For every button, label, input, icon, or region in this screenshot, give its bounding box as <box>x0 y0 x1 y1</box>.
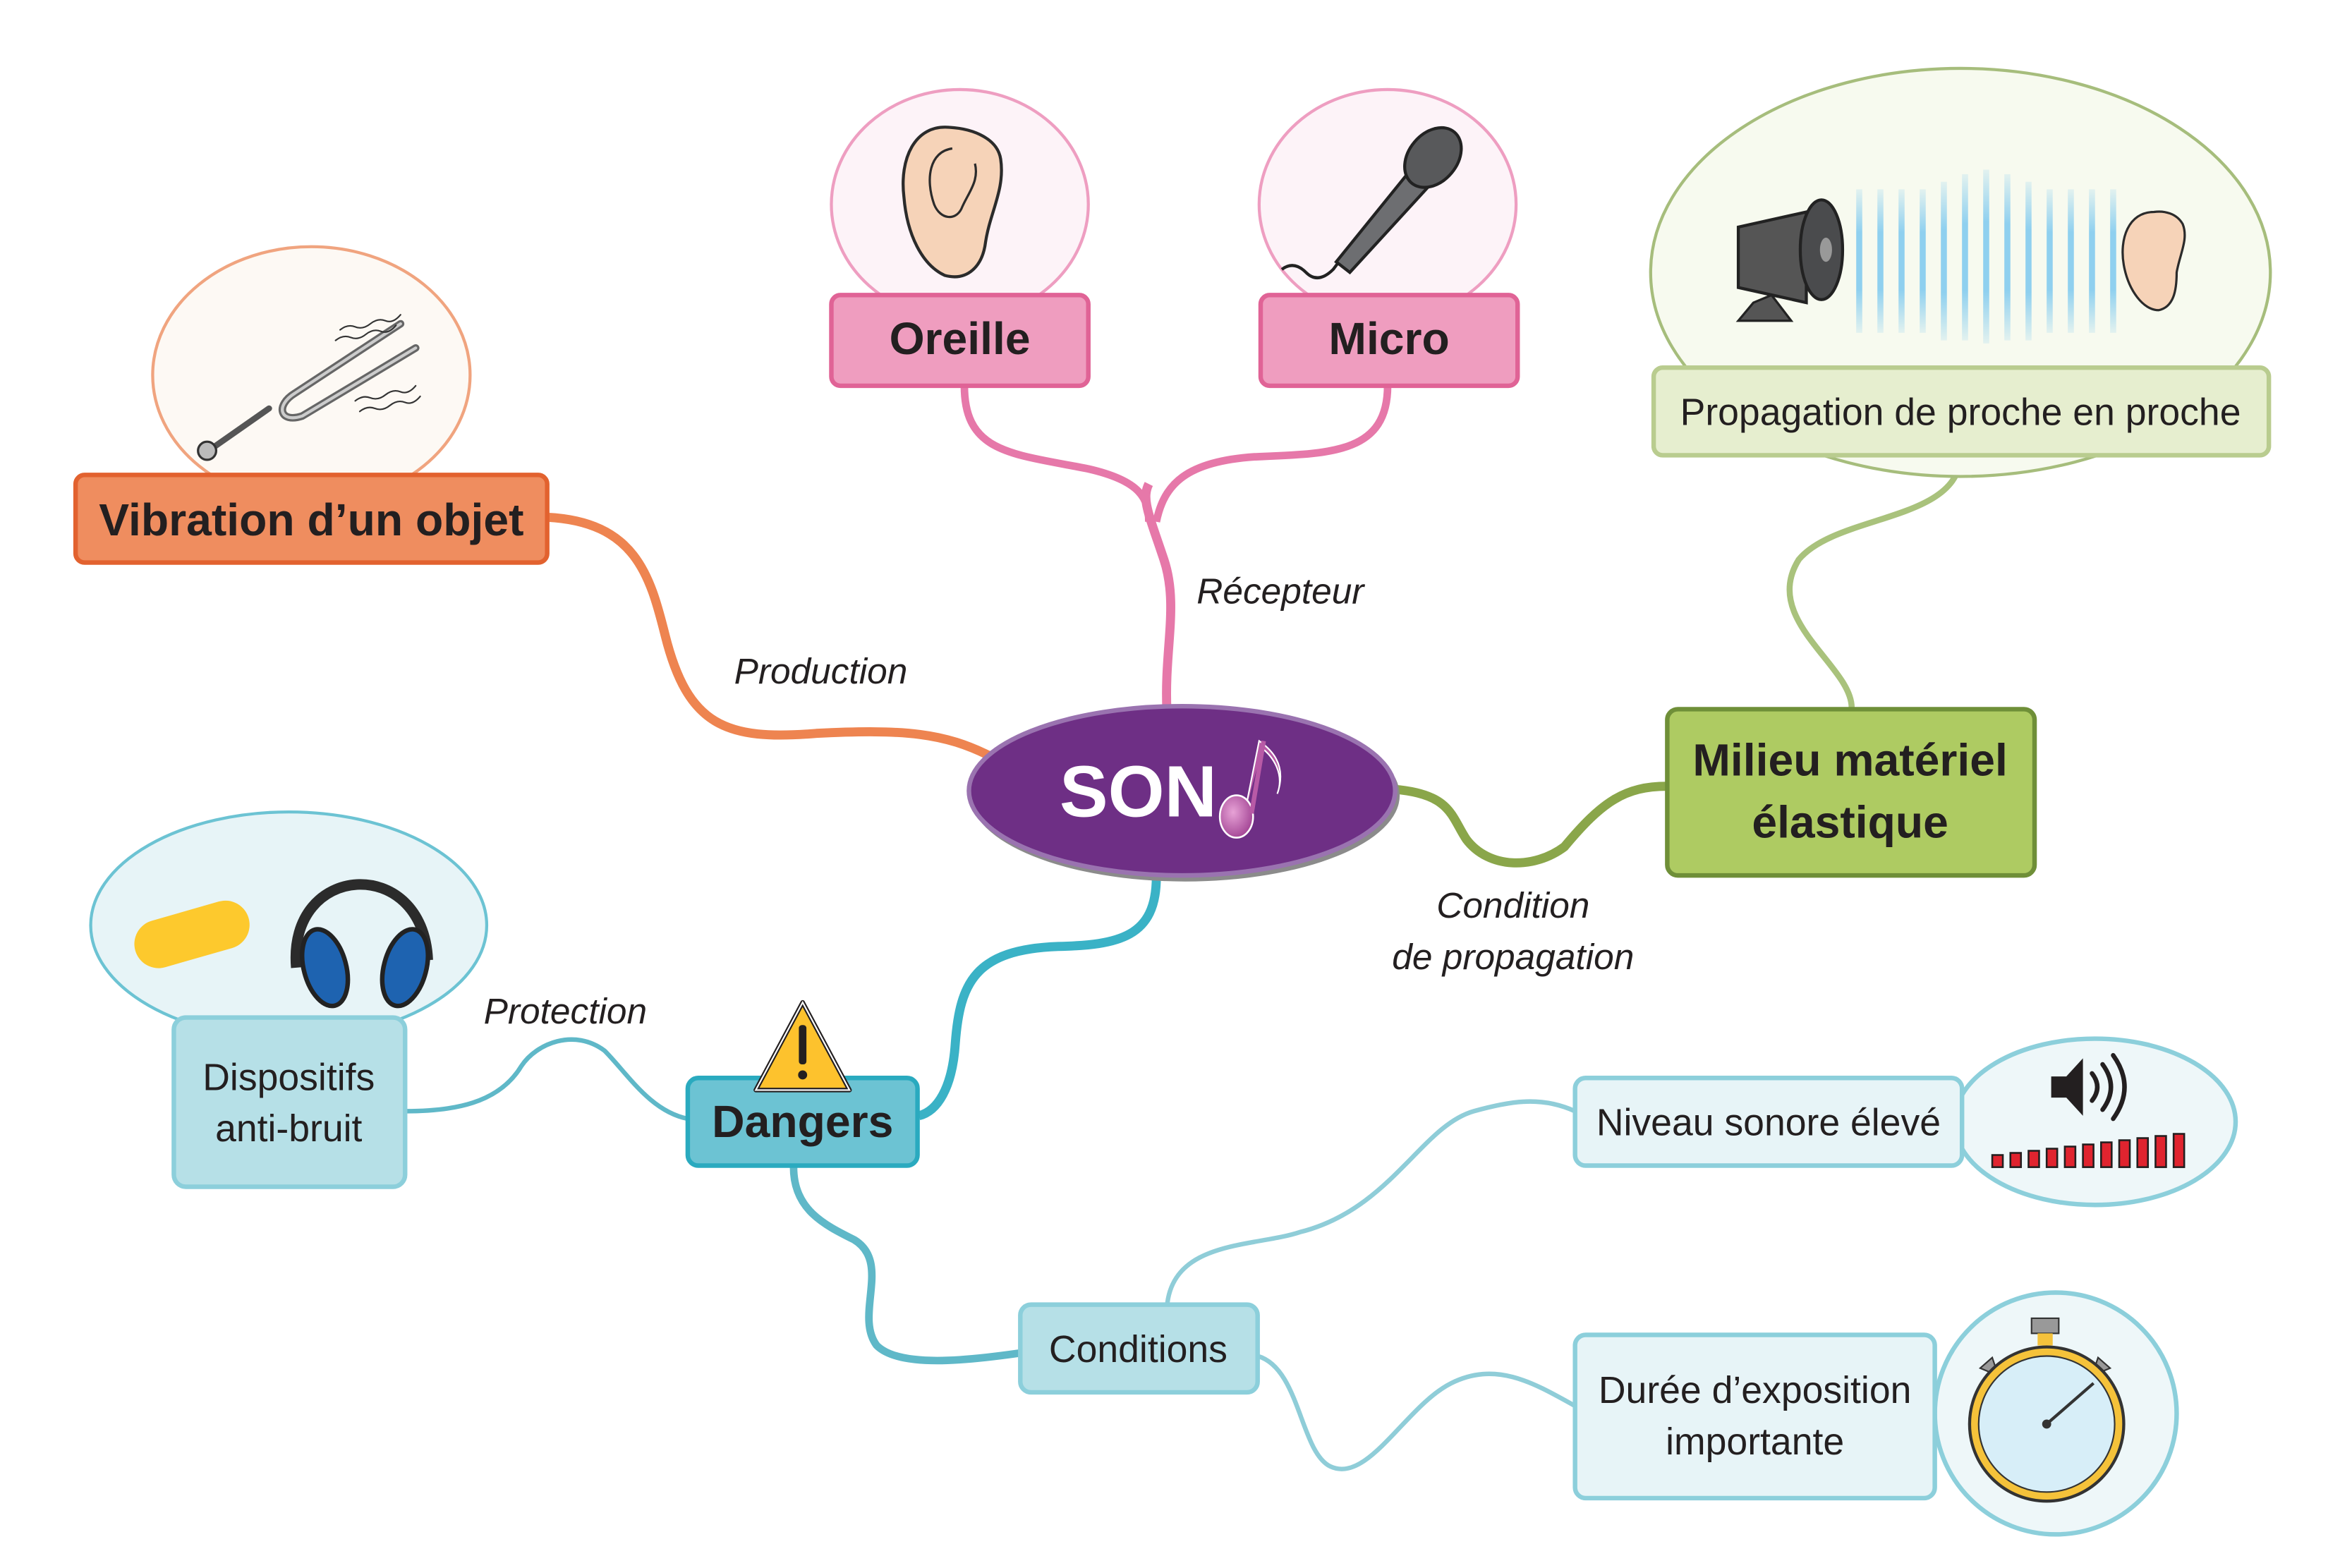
volume-level-bar <box>2082 1143 2095 1168</box>
volume-level-bar <box>2118 1139 2131 1168</box>
sound-waves <box>1856 169 2116 344</box>
tuning-fork-icon <box>197 314 421 461</box>
link-label-production: Production <box>734 650 908 691</box>
dispositifs-label-line1: Dispositifs <box>202 1057 375 1098</box>
connector-propagation-child <box>1786 456 1964 708</box>
niveau-label: Niveau sonore élevé <box>1596 1102 1941 1144</box>
volume-level-bar <box>2027 1150 2040 1168</box>
loudspeaker-to-ear-icon <box>1735 169 2186 344</box>
duree-label-line1: Durée d’exposition <box>1599 1370 1912 1411</box>
volume-level-bar <box>2045 1148 2059 1168</box>
ear-muffs-icon <box>290 879 433 1009</box>
node-vibration[interactable]: Vibration d’un objet <box>73 245 550 565</box>
connector-dangers <box>917 877 1161 1121</box>
oreille-box <box>829 293 1091 389</box>
central-ellipse <box>966 703 1398 878</box>
connector-duree <box>1256 1354 1577 1471</box>
volume-level-bar <box>1991 1154 2004 1168</box>
node-dangers[interactable]: Dangers <box>685 999 920 1168</box>
duree-box <box>1572 1332 1937 1501</box>
dispositifs-box <box>171 1015 408 1189</box>
vibration-image-bubble <box>151 245 472 506</box>
node-milieu[interactable]: Milieu matériel élastique <box>1665 707 2037 878</box>
dangers-label: Dangers <box>712 1096 893 1147</box>
volume-level-bar <box>2172 1133 2186 1168</box>
node-niveau[interactable]: Niveau sonore élevé <box>1572 1036 2238 1208</box>
ear-icon <box>2121 210 2186 312</box>
niveau-box <box>1572 1076 1965 1168</box>
stopwatch-icon <box>1968 1317 2126 1503</box>
dispositifs-label-line2: anti-bruit <box>215 1108 362 1150</box>
connector-production <box>547 512 993 760</box>
milieu-label-line2: élastique <box>1752 797 1948 848</box>
connector-micro <box>1152 385 1392 523</box>
link-label-propagation-2: de propagation <box>1392 936 1634 977</box>
link-label-protection: Protection <box>484 990 647 1031</box>
propagation-child-box <box>1651 365 2272 458</box>
volume-icon <box>2051 1052 2127 1122</box>
connector-niveau <box>1164 1099 1576 1308</box>
conditions-label: Conditions <box>1049 1329 1227 1371</box>
connector-conditions <box>789 1167 1022 1365</box>
micro-label: Micro <box>1328 313 1449 364</box>
node-duree[interactable]: Durée d’exposition importante <box>1572 1290 2179 1537</box>
volume-level-bars <box>1991 1133 2186 1168</box>
central-node[interactable]: SON <box>966 703 1400 882</box>
volume-level-bar <box>2009 1152 2023 1168</box>
central-label: SON <box>1060 751 1217 832</box>
node-propagation-child[interactable]: Propagation de proche en proche <box>1649 66 2272 478</box>
volume-level-bar <box>2100 1141 2113 1168</box>
milieu-box <box>1665 707 2037 878</box>
micro-box <box>1258 293 1520 389</box>
earplug-icon <box>134 900 250 968</box>
node-oreille[interactable]: Oreille <box>829 87 1091 389</box>
node-micro[interactable]: Micro <box>1257 87 1520 389</box>
duree-label-line2: importante <box>1666 1421 1844 1463</box>
microphone-icon <box>1280 126 1463 279</box>
loudspeaker-icon <box>1735 198 1845 322</box>
node-dispositifs[interactable]: Dispositifs anti-bruit <box>89 810 489 1189</box>
connector-protection <box>405 1037 689 1122</box>
node-conditions[interactable]: Conditions <box>1018 1302 1260 1395</box>
connector-oreille <box>960 385 1153 522</box>
warning-icon <box>753 999 852 1093</box>
volume-level-bar <box>2136 1137 2150 1168</box>
oreille-label: Oreille <box>890 313 1031 364</box>
connector-propagation <box>1393 782 1668 868</box>
music-note-icon <box>1218 739 1282 839</box>
niveau-image-bubble <box>1952 1036 2238 1208</box>
propagation-child-label: Propagation de proche en proche <box>1680 392 2241 434</box>
link-label-receptor: Récepteur <box>1196 570 1365 611</box>
vibration-box <box>73 473 550 565</box>
connectors <box>405 385 1964 1471</box>
conditions-box <box>1018 1302 1260 1395</box>
link-label-propagation-1: Condition <box>1436 885 1589 925</box>
vibration-label: Vibration d’un objet <box>99 494 523 545</box>
ear-icon <box>902 126 1003 279</box>
milieu-label-line1: Milieu matériel <box>1692 735 2007 786</box>
volume-level-bar <box>2063 1145 2077 1168</box>
volume-level-bar <box>2154 1135 2167 1168</box>
